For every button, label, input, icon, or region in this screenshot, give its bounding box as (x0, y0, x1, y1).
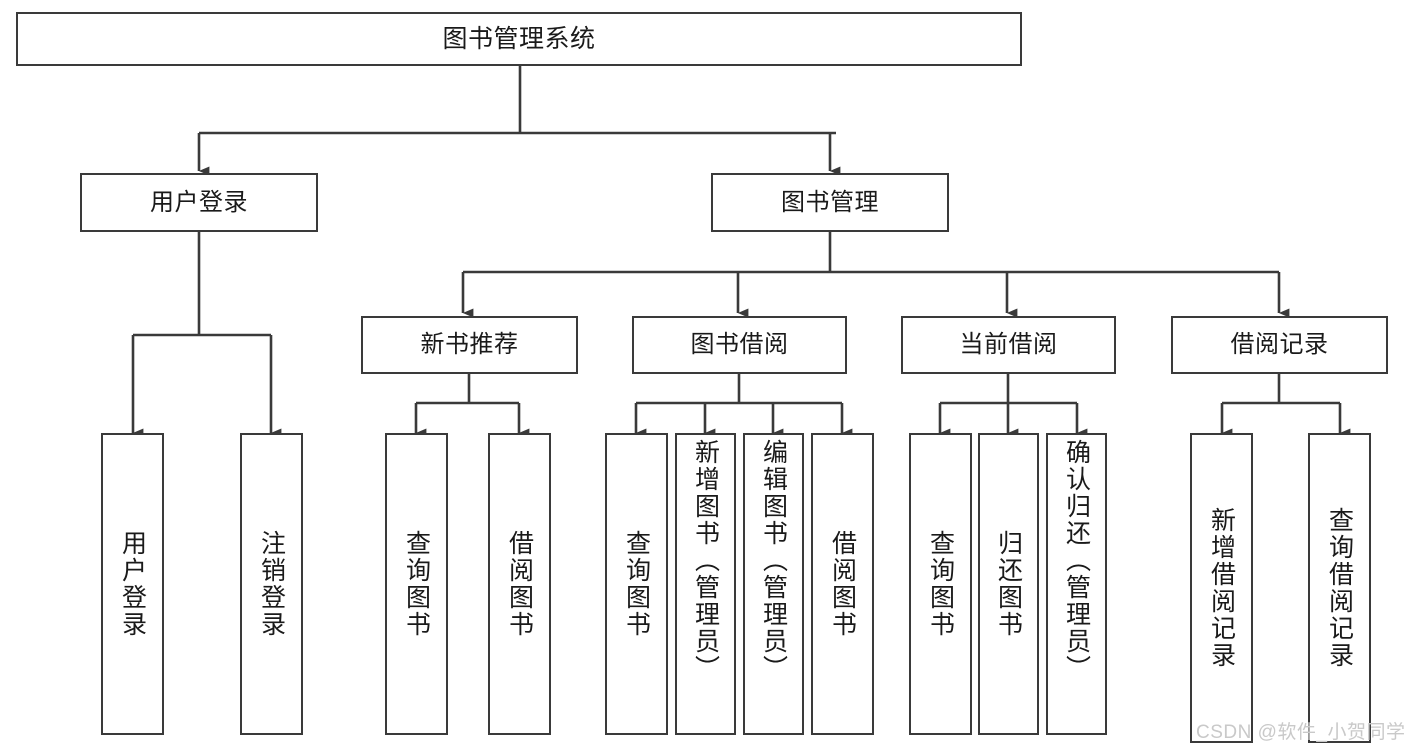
leaf-borrow-books-recommendation[interactable]: 借阅图书 (488, 433, 551, 735)
node-label: 新书推荐 (420, 331, 519, 358)
watermark-text: CSDN @软件_小贺同学 (1196, 722, 1405, 743)
node-current-borrowing[interactable]: 当前借阅 (901, 316, 1116, 374)
node-label: 用户登录 (150, 188, 248, 216)
node-label: 图书借阅 (690, 331, 789, 358)
node-label: 新增借阅记录 (1207, 507, 1236, 669)
node-label: 当前借阅 (959, 331, 1058, 358)
node-label: 确认归还（管理员） (1062, 439, 1091, 682)
leaf-query-borrowing-record[interactable]: 查询借阅记录 (1308, 433, 1371, 743)
leaf-borrow-books-borrowing[interactable]: 借阅图书 (811, 433, 874, 735)
node-label: 借阅记录 (1230, 331, 1329, 358)
node-book-borrowing[interactable]: 图书借阅 (632, 316, 847, 374)
leaf-add-borrowing-record[interactable]: 新增借阅记录 (1190, 433, 1253, 743)
node-label: 注销登录 (257, 530, 286, 638)
node-user-login[interactable]: 用户登录 (80, 173, 318, 232)
node-label: 图书管理系统 (442, 24, 596, 53)
node-borrowing-records[interactable]: 借阅记录 (1171, 316, 1388, 374)
node-root-library-management-system[interactable]: 图书管理系统 (16, 12, 1022, 66)
leaf-edit-book-admin[interactable]: 编辑图书（管理员） (743, 433, 804, 735)
leaf-query-books-borrowing[interactable]: 查询图书 (605, 433, 668, 735)
node-label: 查询图书 (926, 530, 955, 638)
node-label: 新增图书（管理员） (691, 439, 720, 682)
node-label: 查询借阅记录 (1325, 507, 1354, 669)
leaf-query-books-recommendation[interactable]: 查询图书 (385, 433, 448, 735)
node-new-book-recommendation[interactable]: 新书推荐 (361, 316, 578, 374)
leaf-user-login[interactable]: 用户登录 (101, 433, 164, 735)
node-label: 查询图书 (622, 530, 651, 638)
node-label: 归还图书 (994, 530, 1023, 638)
leaf-return-books[interactable]: 归还图书 (978, 433, 1039, 735)
node-book-management[interactable]: 图书管理 (711, 173, 949, 232)
leaf-query-books-current[interactable]: 查询图书 (909, 433, 972, 735)
node-label: 查询图书 (402, 530, 431, 638)
leaf-logout[interactable]: 注销登录 (240, 433, 303, 735)
csdn-watermark: CSDN @软件_小贺同学 (1196, 717, 1405, 744)
node-label: 图书管理 (781, 188, 879, 216)
leaf-add-book-admin[interactable]: 新增图书（管理员） (675, 433, 736, 735)
node-label: 编辑图书（管理员） (759, 439, 788, 682)
node-label: 借阅图书 (828, 530, 857, 638)
node-label: 用户登录 (118, 530, 147, 638)
leaf-confirm-return-admin[interactable]: 确认归还（管理员） (1046, 433, 1107, 735)
node-label: 借阅图书 (505, 530, 534, 638)
